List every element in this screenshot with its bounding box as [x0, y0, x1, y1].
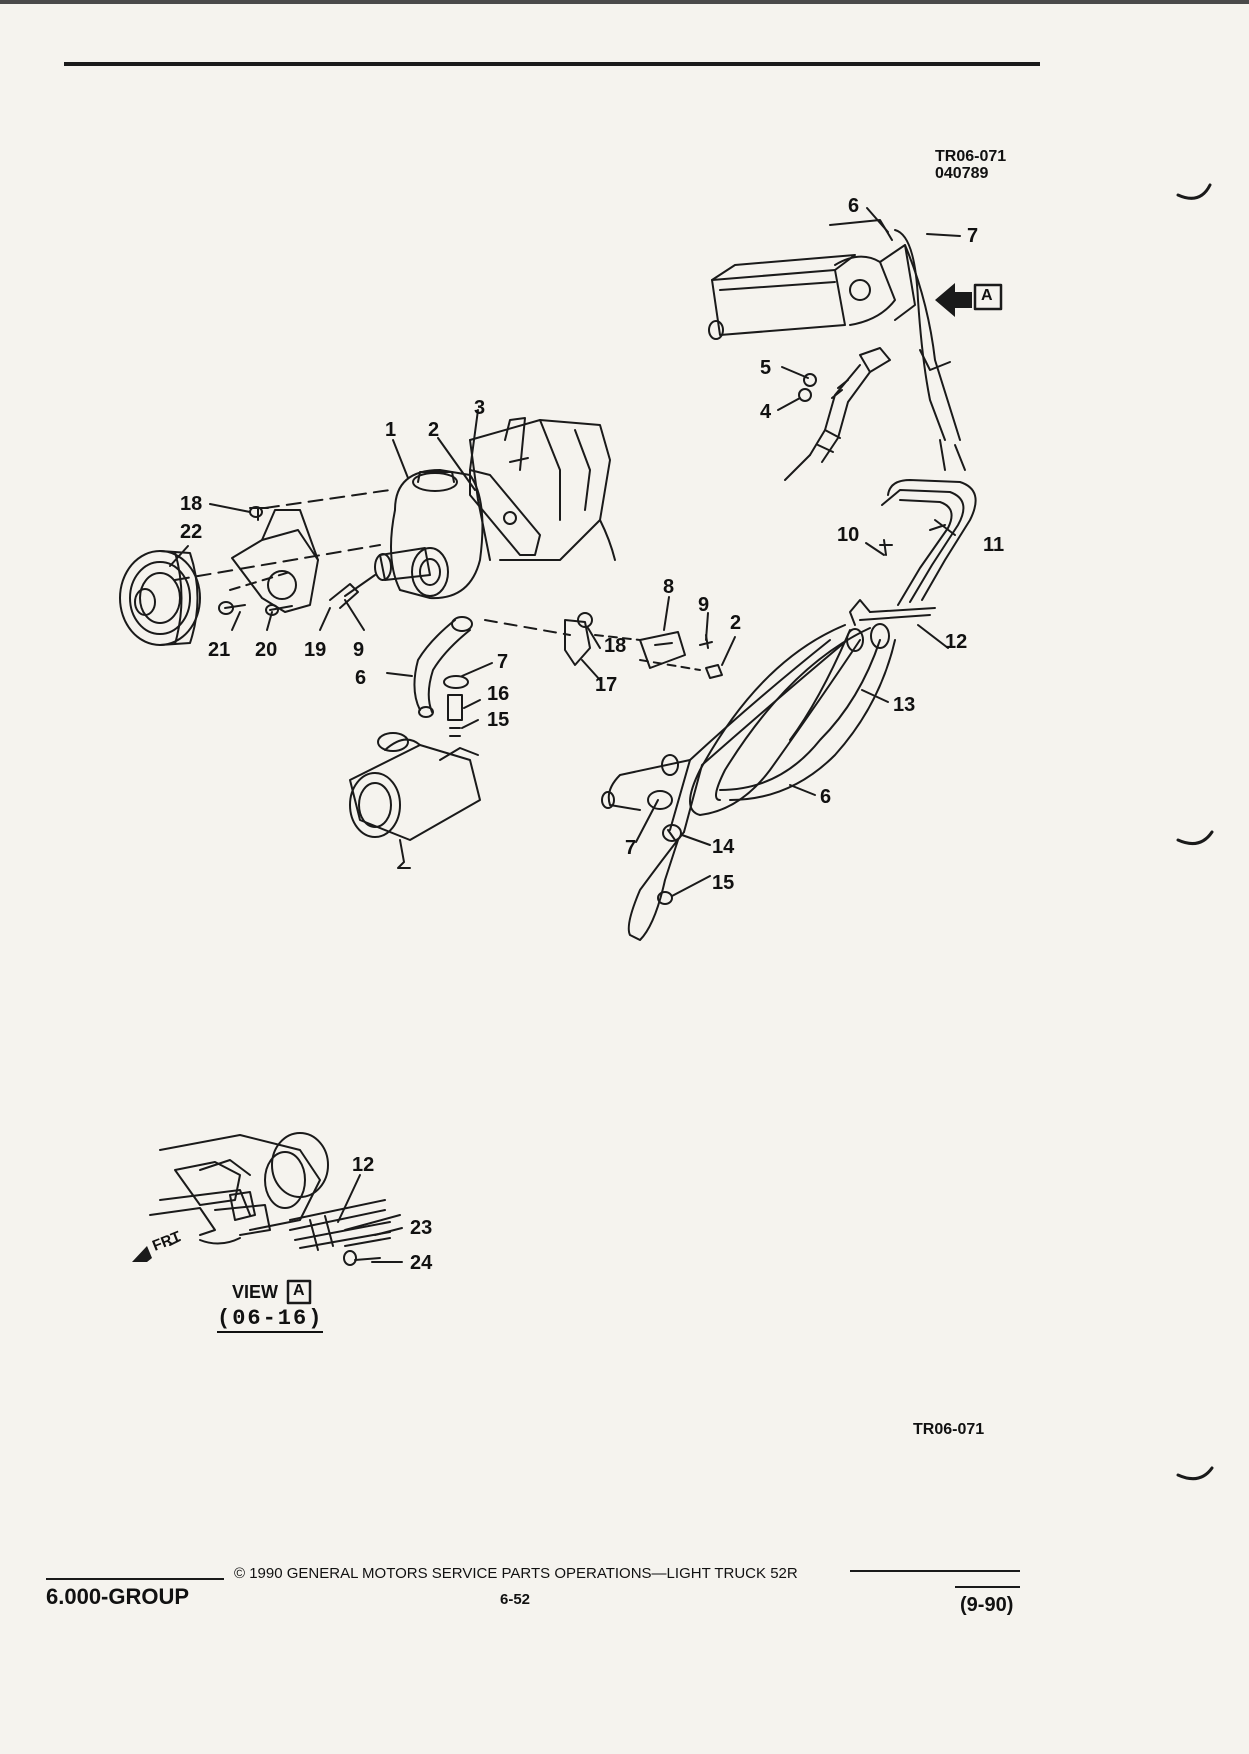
top-edge	[0, 0, 1249, 4]
callout-11: 11	[983, 534, 1005, 556]
footer-rule-right	[850, 1570, 1020, 1572]
callout-9-bolt: 9	[698, 594, 710, 616]
callout-5: 5	[760, 357, 772, 379]
figure-code: TR06-071	[935, 148, 1007, 165]
callout-2-bolt: 2	[730, 612, 742, 634]
callout-8: 8	[663, 576, 675, 598]
callout-9: 9	[353, 639, 365, 661]
footer-page-number: 6-52	[500, 1591, 531, 1608]
callout-12-view: 12	[352, 1154, 375, 1176]
callout-20: 20	[255, 639, 278, 661]
callout-7-line: 7	[625, 837, 637, 859]
callout-22: 22	[180, 521, 203, 543]
footer-group: 6.000-GROUP	[46, 1584, 190, 1609]
callout-24: 24	[410, 1252, 433, 1274]
callout-14: 14	[712, 836, 735, 858]
figure-date: 040789	[935, 165, 989, 182]
callout-16: 16	[487, 683, 510, 705]
view-a-box-frame	[286, 1279, 312, 1305]
footer-rule-date	[955, 1586, 1020, 1588]
callout-23: 23	[410, 1217, 433, 1239]
callout-13: 13	[893, 694, 916, 716]
callout-18-nut: 18	[604, 635, 627, 657]
view-a-code: (06-16)	[217, 1306, 324, 1333]
view-a-marker: A	[981, 287, 993, 304]
bottom-figure-code: TR06-071	[913, 1421, 985, 1438]
view-a-box: A	[293, 1282, 305, 1299]
callout-7-clamp: 7	[497, 651, 509, 673]
callout-7: 7	[967, 225, 979, 247]
callout-1: 1	[385, 419, 397, 441]
callout-15-line: 15	[712, 872, 735, 894]
callout-18: 18	[180, 493, 203, 515]
callout-12: 12	[945, 631, 968, 653]
callout-15: 15	[487, 709, 510, 731]
callout-10: 10	[837, 524, 860, 546]
callout-4: 4	[760, 401, 772, 423]
footer-copyright: © 1990 GENERAL MOTORS SERVICE PARTS OPER…	[234, 1565, 798, 1582]
view-a-label: VIEW	[232, 1282, 278, 1303]
callout-6-line: 6	[820, 786, 832, 808]
callout-6: 6	[848, 195, 860, 217]
hydraulic-lines	[601, 479, 977, 941]
callout-3: 3	[474, 397, 486, 419]
view-word: VIEW	[232, 1282, 279, 1302]
front-arrow	[132, 1246, 152, 1262]
master-cylinder-assembly	[708, 219, 966, 481]
callout-21: 21	[208, 639, 231, 661]
top-rule	[64, 62, 1040, 66]
callout-19: 19	[304, 639, 327, 661]
footer-date: (9-90)	[960, 1594, 1014, 1616]
pump-assembly	[119, 417, 723, 869]
view-a-inset	[149, 1132, 403, 1266]
footer-rule-left	[46, 1578, 224, 1580]
callout-6-hose: 6	[355, 667, 367, 689]
view-a-arrow	[935, 283, 972, 317]
callout-2: 2	[428, 419, 440, 441]
callout-17: 17	[595, 674, 618, 696]
